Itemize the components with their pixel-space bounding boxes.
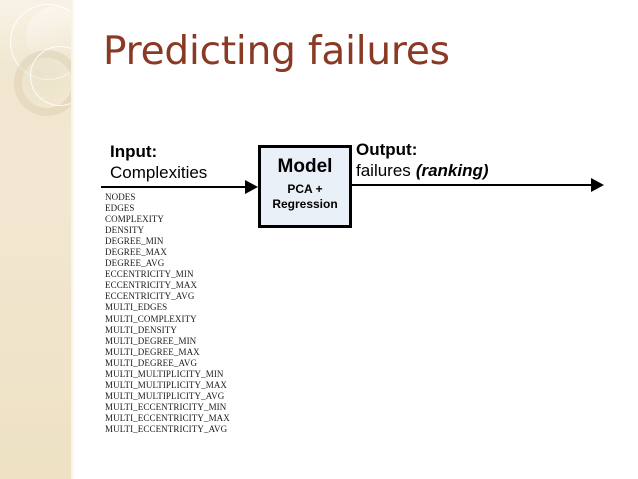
model-subtitle: PCA + Regression <box>272 182 338 211</box>
list-item: DEGREE_MAX <box>105 247 167 258</box>
list-item: MULTI_MULTIPLICITY_MAX <box>105 379 228 390</box>
input-heading: Input: <box>110 142 158 161</box>
output-arrow-head-icon <box>591 178 604 192</box>
model-title: Model <box>277 156 333 177</box>
list-item: MULTI_DEGREE_MAX <box>105 346 200 357</box>
list-item: EDGES <box>105 203 135 214</box>
list-item: MULTI_MULTIPLICITY_AVG <box>105 390 225 401</box>
output-emphasis-text: (ranking) <box>415 161 489 180</box>
list-item: COMPLEXITY <box>105 214 164 225</box>
list-item: MULTI_DEGREE_MIN <box>105 335 197 346</box>
output-arrow-line <box>352 184 594 186</box>
list-item: NODES <box>105 192 136 202</box>
input-subheading: Complexities <box>110 163 208 182</box>
list-item: MULTI_MULTIPLICITY_MIN <box>105 368 224 379</box>
list-item: MULTI_ECCENTRICITY_MAX <box>105 412 230 423</box>
sidebar-edge-divider <box>71 0 75 479</box>
page-title: Predicting failures <box>103 29 450 74</box>
list-item: DEGREE_AVG <box>105 258 165 269</box>
list-item: MULTI_COMPLEXITY <box>105 313 197 324</box>
input-arrow-head-icon <box>245 180 258 194</box>
model-box: Model PCA + Regression <box>258 145 352 228</box>
slide-sidebar-decoration <box>0 0 71 479</box>
list-item: MULTI_EDGES <box>105 302 168 313</box>
output-heading: Output: <box>356 140 418 159</box>
list-item: MULTI_DENSITY <box>105 324 177 335</box>
input-arrow-line <box>101 186 248 188</box>
output-subheading: failures (ranking) <box>356 161 489 181</box>
list-item: ECCENTRICITY_AVG <box>105 291 195 302</box>
output-subheading-text: failures <box>356 161 411 180</box>
list-item: DENSITY <box>105 225 145 236</box>
list-item: ECCENTRICITY_MAX <box>105 280 198 291</box>
list-item: DEGREE_MIN <box>105 236 164 247</box>
list-item: MULTI_DEGREE_AVG <box>105 357 198 368</box>
list-item: MULTI_ECCENTRICITY_AVG <box>105 423 228 434</box>
list-item: ECCENTRICITY_MIN <box>105 269 194 280</box>
list-item: MULTI_ECCENTRICITY_MIN <box>105 401 227 412</box>
